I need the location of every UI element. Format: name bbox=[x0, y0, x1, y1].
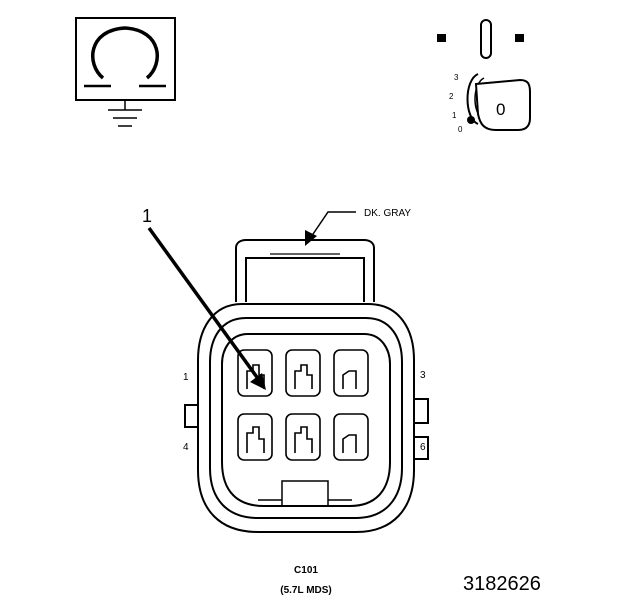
ohmmeter-ground-icon bbox=[75, 17, 176, 127]
callout-arrow bbox=[147, 226, 266, 390]
terminal-cavity-2 bbox=[285, 349, 321, 397]
pin-label-top-right: 3 bbox=[420, 370, 426, 381]
key-position-0: 0 bbox=[458, 125, 463, 134]
key-position-1: 1 bbox=[452, 111, 457, 120]
figure-number: 3182626 bbox=[463, 573, 541, 595]
callout-number: 1 bbox=[142, 206, 152, 226]
terminal-cavity-3 bbox=[333, 349, 369, 397]
pin-label-bottom-left: 4 bbox=[183, 442, 189, 453]
pin-label-bottom-right: 6 bbox=[420, 442, 426, 453]
pin-label-top-left: 1 bbox=[183, 372, 189, 383]
key-label: 0 bbox=[496, 100, 505, 119]
key-position-2: 2 bbox=[449, 92, 454, 101]
connector-id: C101 bbox=[294, 565, 318, 576]
terminal-cavity-4 bbox=[237, 413, 273, 461]
terminal-cavity-1 bbox=[237, 349, 273, 397]
connector-caption: (5.7L MDS) bbox=[280, 585, 332, 596]
terminal-cavities bbox=[237, 349, 369, 461]
ignition-key-off-icon: 3 2 1 0 0 bbox=[437, 19, 531, 134]
connector-color-label: DK. GRAY bbox=[364, 208, 411, 219]
terminal-cavity-6 bbox=[333, 413, 369, 461]
connector-body bbox=[184, 239, 429, 533]
color-leader bbox=[305, 211, 356, 246]
key-position-3: 3 bbox=[454, 73, 459, 82]
terminal-cavity-5 bbox=[285, 413, 321, 461]
